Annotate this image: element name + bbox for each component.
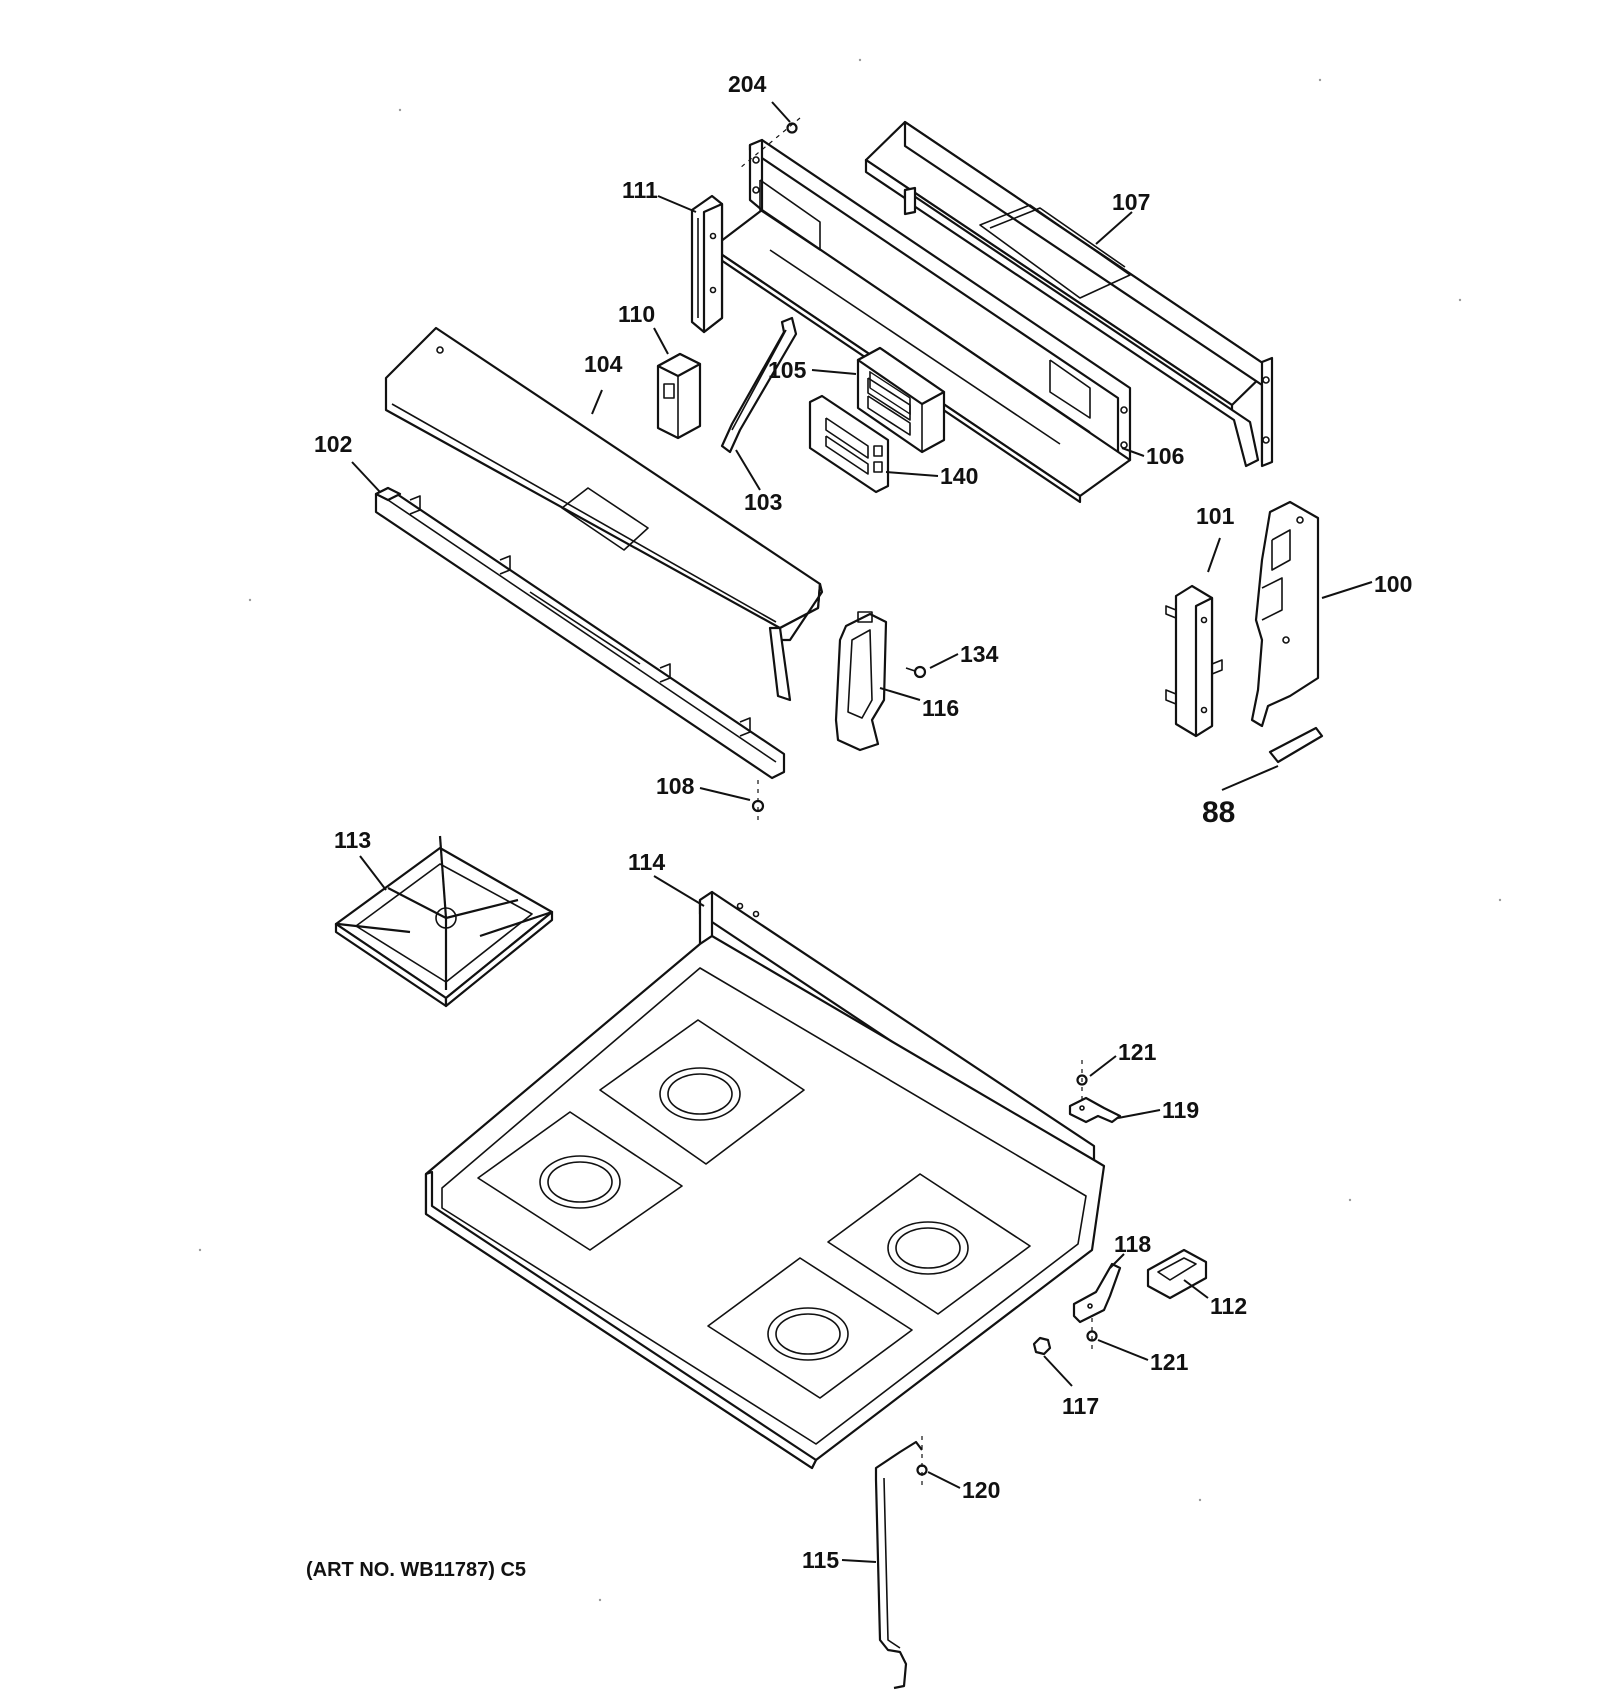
label-113: 113 (334, 827, 371, 853)
part-111-side-bracket (690, 194, 724, 334)
label-88: 88 (1202, 796, 1235, 829)
label-119: 119 (1162, 1097, 1199, 1123)
part-120-screw (916, 1436, 928, 1490)
callout-labels: 204 111 107 110 104 105 102 106 140 103 … (306, 71, 1412, 1581)
label-115: 115 (802, 1547, 839, 1573)
part-121-screw-lower (1086, 1318, 1098, 1354)
art-number: (ART NO. WB11787) C5 (306, 1559, 526, 1581)
part-113-burner-grate (334, 835, 554, 1008)
label-102: 102 (314, 431, 352, 457)
label-104: 104 (584, 351, 623, 377)
part-140-control-overlay (808, 394, 890, 494)
part-118-lower-hinge (1072, 1262, 1122, 1324)
part-134-screw (905, 665, 927, 679)
part-103-support-strap (720, 316, 798, 454)
label-118: 118 (1114, 1231, 1151, 1257)
part-101-side-bracket (1165, 584, 1223, 738)
label-111: 111 (622, 177, 658, 203)
label-107: 107 (1112, 189, 1150, 215)
label-204: 204 (728, 71, 767, 97)
part-114-cooktop (424, 890, 1106, 1470)
part-119-hinge-bracket (1068, 1096, 1122, 1124)
part-108-screw (751, 780, 765, 820)
part-121-screw-upper (1076, 1060, 1088, 1100)
part-88-pad (1268, 726, 1324, 764)
background-specks (198, 58, 1502, 1602)
label-100: 100 (1374, 571, 1412, 597)
part-116-end-cap (834, 611, 888, 752)
label-101: 101 (1196, 503, 1235, 529)
label-108: 108 (656, 773, 695, 799)
label-140: 140 (940, 463, 978, 489)
label-121-lower: 121 (1150, 1349, 1189, 1375)
part-105-clock-control (856, 346, 946, 454)
label-110: 110 (618, 301, 655, 327)
label-105: 105 (768, 357, 807, 383)
label-120: 120 (962, 1477, 1000, 1503)
part-100-side-panel (1250, 500, 1320, 728)
label-121-upper: 121 (1118, 1039, 1157, 1065)
part-102-trim-rail (374, 486, 786, 780)
part-117-nut (1032, 1336, 1052, 1356)
label-117: 117 (1062, 1393, 1099, 1419)
part-115-support-rod (874, 1440, 923, 1690)
part-104-control-panel (384, 326, 824, 702)
leader-lines (351, 101, 1373, 1563)
part-204-screw (739, 117, 801, 169)
label-103: 103 (744, 489, 782, 515)
part-110-switch-module (656, 352, 702, 440)
label-134: 134 (960, 641, 999, 667)
part-107-top-cover (864, 120, 1274, 468)
label-106: 106 (1146, 443, 1184, 469)
label-116: 116 (922, 695, 959, 721)
label-112: 112 (1210, 1293, 1247, 1319)
label-114: 114 (628, 849, 665, 875)
